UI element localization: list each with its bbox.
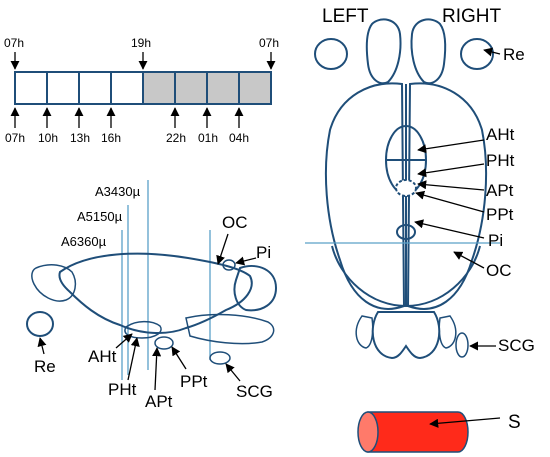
- scg-shape: [455, 332, 469, 358]
- sampling-time-label: 22h: [166, 131, 186, 145]
- sampling-timeline: 07h 19h 07h 07h 10h 13h 16h 22h 01h 04h: [4, 36, 279, 145]
- arrow-oc: [216, 233, 229, 265]
- right-label: RIGHT: [442, 6, 502, 27]
- sampling-time-label: 07h: [5, 131, 25, 145]
- left-olfactory-bulb-shape: [365, 18, 402, 85]
- arrow-apt: [152, 347, 162, 391]
- section-label-a3430: A3430µ: [95, 184, 141, 199]
- label-pi: Pi: [488, 231, 503, 250]
- label-ppt: PPt: [180, 372, 208, 391]
- label-scg: SCG: [498, 336, 535, 355]
- label-apt: APt: [486, 181, 514, 200]
- right-retina-shape: [460, 38, 494, 70]
- retina-shape: [26, 311, 54, 337]
- cylinder-cap: [357, 411, 379, 453]
- label-re: Re: [34, 357, 56, 376]
- label-pht: PHt: [486, 151, 515, 170]
- dorsal-brain-view: LEFT RIGHT Re AHt PHt: [305, 6, 535, 360]
- label-s: S: [508, 412, 521, 433]
- arrow-pht: [127, 337, 140, 381]
- top-mark-label: 07h: [259, 36, 279, 50]
- right-paraflocculus-shape: [438, 315, 457, 349]
- sampling-time-label: 04h: [229, 131, 249, 145]
- scg-shape: [209, 351, 231, 365]
- left-label: LEFT: [322, 6, 369, 27]
- sampling-time-label: 13h: [70, 131, 90, 145]
- arrow-oc: [453, 251, 485, 269]
- cerebrum-shape: [58, 252, 253, 335]
- sampling-time-label: 01h: [198, 131, 218, 145]
- sagittal-brain-view: A3430µ A5150µ A6360µ OC Pi Re AHt PHt AP…: [26, 180, 278, 411]
- label-scg: SCG: [236, 382, 273, 401]
- olfactory-bulb-shape: [31, 264, 77, 302]
- right-olfactory-bulb-shape: [410, 18, 447, 85]
- label-oc: OC: [222, 213, 248, 232]
- arrow-scg: [225, 363, 241, 382]
- sampling-time-label: 10h: [38, 131, 58, 145]
- arrow-ppt: [415, 190, 485, 213]
- sampling-time-label: 16h: [101, 131, 121, 145]
- left-retina-shape: [314, 38, 348, 70]
- arrow-pi: [414, 219, 485, 239]
- arrow-re: [483, 47, 501, 57]
- label-aht: AHt: [88, 347, 117, 366]
- dark-cell: [206, 71, 240, 105]
- label-re: Re: [503, 45, 525, 64]
- light-phase-bar: [14, 71, 144, 105]
- right-hemisphere-shape: [406, 82, 488, 310]
- brainstem-shape: [185, 313, 275, 345]
- label-aht: AHt: [486, 125, 515, 144]
- light-cell: [78, 71, 112, 105]
- arrow-aht: [115, 333, 133, 349]
- dark-phase-bar: [142, 71, 272, 105]
- dark-cell: [174, 71, 208, 105]
- stimulus-cylinder: S: [357, 411, 521, 453]
- label-ppt: PPt: [486, 205, 514, 224]
- arrow-pi: [235, 256, 257, 266]
- label-pht: PHt: [108, 380, 137, 399]
- left-hemisphere-shape: [324, 82, 406, 310]
- arrow-pht: [417, 163, 485, 178]
- arrow-ppt: [171, 346, 187, 370]
- top-mark-label: 07h: [4, 36, 24, 50]
- top-mark-label: 19h: [131, 36, 151, 50]
- label-apt: APt: [145, 392, 173, 411]
- arrow-re: [37, 337, 47, 355]
- label-oc: OC: [486, 261, 512, 280]
- dark-cell: [238, 71, 272, 105]
- arrow-aht: [417, 139, 485, 154]
- pretectum-shape: [395, 179, 417, 197]
- light-cell: [14, 71, 48, 105]
- left-paraflocculus-shape: [355, 315, 374, 349]
- section-label-a6360: A6360µ: [61, 234, 107, 249]
- light-cell: [46, 71, 80, 105]
- arrow-apt: [417, 180, 485, 191]
- cylinder-body: [367, 411, 469, 453]
- pineal-shape: [222, 259, 236, 271]
- light-cell: [110, 71, 144, 105]
- section-label-a5150: A5150µ: [77, 209, 123, 224]
- pineal-shape: [396, 224, 416, 240]
- cerebellum-shape: [371, 311, 441, 360]
- cerebellum-shape: [233, 265, 278, 312]
- arrow-s: [429, 417, 501, 428]
- label-pi: Pi: [256, 243, 271, 262]
- dark-cell: [142, 71, 176, 105]
- pituitary-shape: [154, 336, 174, 350]
- cortex-lower-shape: [331, 245, 481, 308]
